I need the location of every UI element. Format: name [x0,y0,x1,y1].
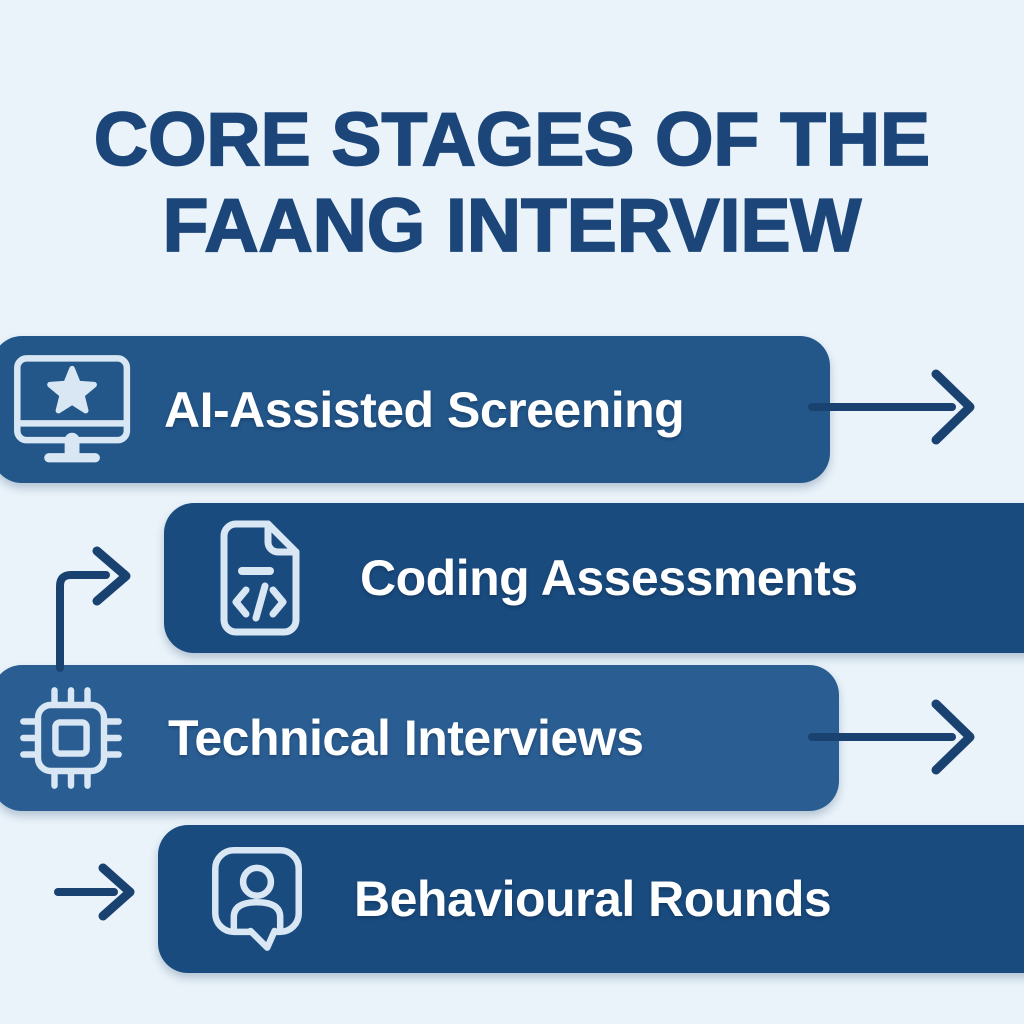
stage-label: Behavioural Rounds [354,871,832,927]
arrow-right-short-icon [54,863,135,921]
stage-bar-behavioural-rounds: Behavioural Rounds [158,825,1024,973]
page-title-line2: FAANG INTERVIEW [162,182,862,268]
stage-bar-coding-assessments: Coding Assessments [164,503,1024,653]
page-title-line1: CORE STAGES OF THE [93,96,931,182]
person-speech-bubble-icon [206,841,308,957]
elbow-arrow-up-right-icon [56,546,131,672]
code-document-icon [210,516,310,641]
stage-label: Coding Assessments [360,550,858,606]
monitor-star-icon [8,351,138,467]
stage-bar-ai-assisted-screening: AI-Assisted Screening [0,336,830,483]
stage-label: Technical Interviews [168,710,644,766]
stage-label: AI-Assisted Screening [164,381,685,438]
arrow-right-icon [808,369,975,445]
stage-bar-technical-interviews: Technical Interviews [0,665,839,811]
page-title: CORE STAGES OF THE FAANG INTERVIEW [0,96,1024,269]
cpu-chip-icon [16,683,126,793]
